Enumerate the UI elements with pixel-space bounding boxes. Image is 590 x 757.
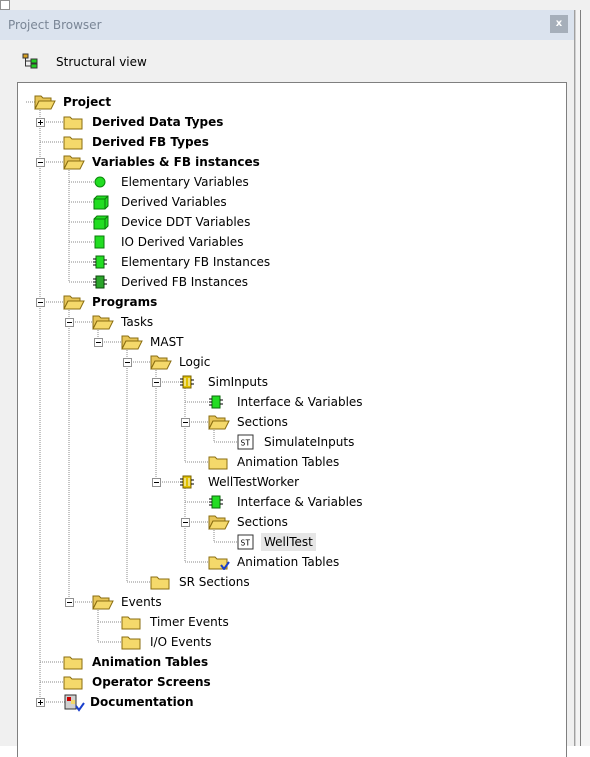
collapse-toggle-icon[interactable] (65, 318, 74, 327)
open-folder-icon (92, 594, 114, 615)
tree-node-label[interactable]: Animation Tables (237, 555, 340, 569)
tree-node-label[interactable]: Documentation (90, 695, 194, 709)
open-folder-icon (208, 514, 230, 535)
tree-node-label[interactable]: SimulateInputs (264, 435, 355, 449)
folder-icon (63, 134, 83, 155)
folder-icon (121, 634, 141, 655)
green-fb-icon (208, 494, 224, 515)
yellow-fb-icon (179, 374, 195, 395)
tree-node-label[interactable]: Timer Events (150, 615, 229, 629)
open-folder-icon (208, 414, 230, 435)
tree-node-label[interactable]: WellTestWorker (208, 475, 300, 489)
tree-node-label[interactable]: Operator Screens (92, 675, 211, 689)
collapse-toggle-icon[interactable] (94, 338, 103, 347)
tree-node-label[interactable]: Sections (237, 515, 288, 529)
close-button[interactable]: x (550, 15, 568, 33)
view-toolbar: Structural view (0, 40, 574, 82)
green-dot-icon (92, 174, 108, 195)
st-icon: ST (237, 434, 255, 455)
folder-icon (121, 614, 141, 635)
collapse-toggle-icon[interactable] (123, 358, 132, 367)
green-cube-icon (92, 214, 110, 235)
green-cube-icon (92, 194, 110, 215)
collapse-toggle-icon[interactable] (65, 598, 74, 607)
structural-view-label[interactable]: Structural view (56, 55, 147, 69)
tree-node-label[interactable]: Animation Tables (237, 455, 340, 469)
open-folder-icon (150, 354, 172, 375)
tree-node-label[interactable]: Derived Variables (121, 195, 227, 209)
tree-node-label[interactable]: Derived Data Types (92, 115, 224, 129)
tree-node-label[interactable]: Project (63, 95, 112, 109)
collapse-toggle-icon[interactable] (152, 478, 161, 487)
open-folder-icon (63, 294, 85, 315)
folder-icon (63, 114, 83, 135)
expand-toggle-icon[interactable] (36, 698, 45, 707)
expand-toggle-icon[interactable] (36, 118, 45, 127)
scrollbar-strip[interactable] (575, 10, 590, 746)
tree-node-label[interactable]: Events (121, 595, 162, 609)
collapse-toggle-icon[interactable] (36, 158, 45, 167)
tree-node-label[interactable]: SimInputs (208, 375, 268, 389)
structural-view-icon[interactable] (22, 53, 38, 72)
yellow-fb-icon (179, 474, 195, 495)
tree-node-label[interactable]: Interface & Variables (237, 495, 363, 509)
tree-node-label[interactable]: Device DDT Variables (121, 215, 251, 229)
tree-node-label[interactable]: Tasks (121, 315, 154, 329)
project-browser-panel: Project Browser x Structural view Projec… (0, 10, 575, 757)
tree-node-label[interactable]: WellTest (261, 533, 316, 551)
open-folder-icon (121, 334, 143, 355)
tree-node-label[interactable]: SR Sections (179, 575, 250, 589)
collapse-toggle-icon[interactable] (152, 378, 161, 387)
collapse-toggle-icon[interactable] (181, 418, 190, 427)
checkbox-icon[interactable] (0, 0, 10, 10)
open-folder-icon (92, 314, 114, 335)
folder-icon (63, 654, 83, 675)
green-block-icon (92, 234, 108, 255)
green-fb-icon (92, 254, 108, 275)
tree-node-label[interactable]: Sections (237, 415, 288, 429)
tree-node-label[interactable]: Interface & Variables (237, 395, 363, 409)
panel-titlebar: Project Browser x (0, 10, 574, 40)
open-folder-icon (63, 154, 85, 175)
tree-node-label[interactable]: IO Derived Variables (121, 235, 244, 249)
tree-node-label[interactable]: Elementary FB Instances (121, 255, 271, 269)
tree-node-label[interactable]: Elementary Variables (121, 175, 249, 189)
green-fb-dark-icon (92, 274, 108, 295)
folder-icon (150, 574, 170, 595)
documentation-icon (63, 694, 85, 717)
svg-text:ST: ST (241, 439, 251, 448)
collapse-toggle-icon[interactable] (181, 518, 190, 527)
tree-node-label[interactable]: Logic (179, 355, 211, 369)
tree-node-label[interactable]: Derived FB Instances (121, 275, 249, 289)
green-fb-icon (208, 394, 224, 415)
tree-node-label[interactable]: MAST (150, 335, 184, 349)
svg-text:ST: ST (241, 539, 251, 548)
tree-node-label[interactable]: Variables & FB instances (92, 155, 260, 169)
st-icon: ST (237, 534, 255, 555)
panel-title: Project Browser (8, 18, 102, 32)
folder-check-icon (208, 554, 230, 575)
tree-node-label[interactable]: Programs (92, 295, 158, 309)
open-folder-icon (34, 94, 56, 115)
collapse-toggle-icon[interactable] (36, 298, 45, 307)
tree-node-label[interactable]: Animation Tables (92, 655, 209, 669)
folder-icon (63, 674, 83, 695)
folder-icon (208, 454, 228, 475)
tree-node-label[interactable]: I/O Events (150, 635, 212, 649)
tree-node-label[interactable]: Derived FB Types (92, 135, 209, 149)
